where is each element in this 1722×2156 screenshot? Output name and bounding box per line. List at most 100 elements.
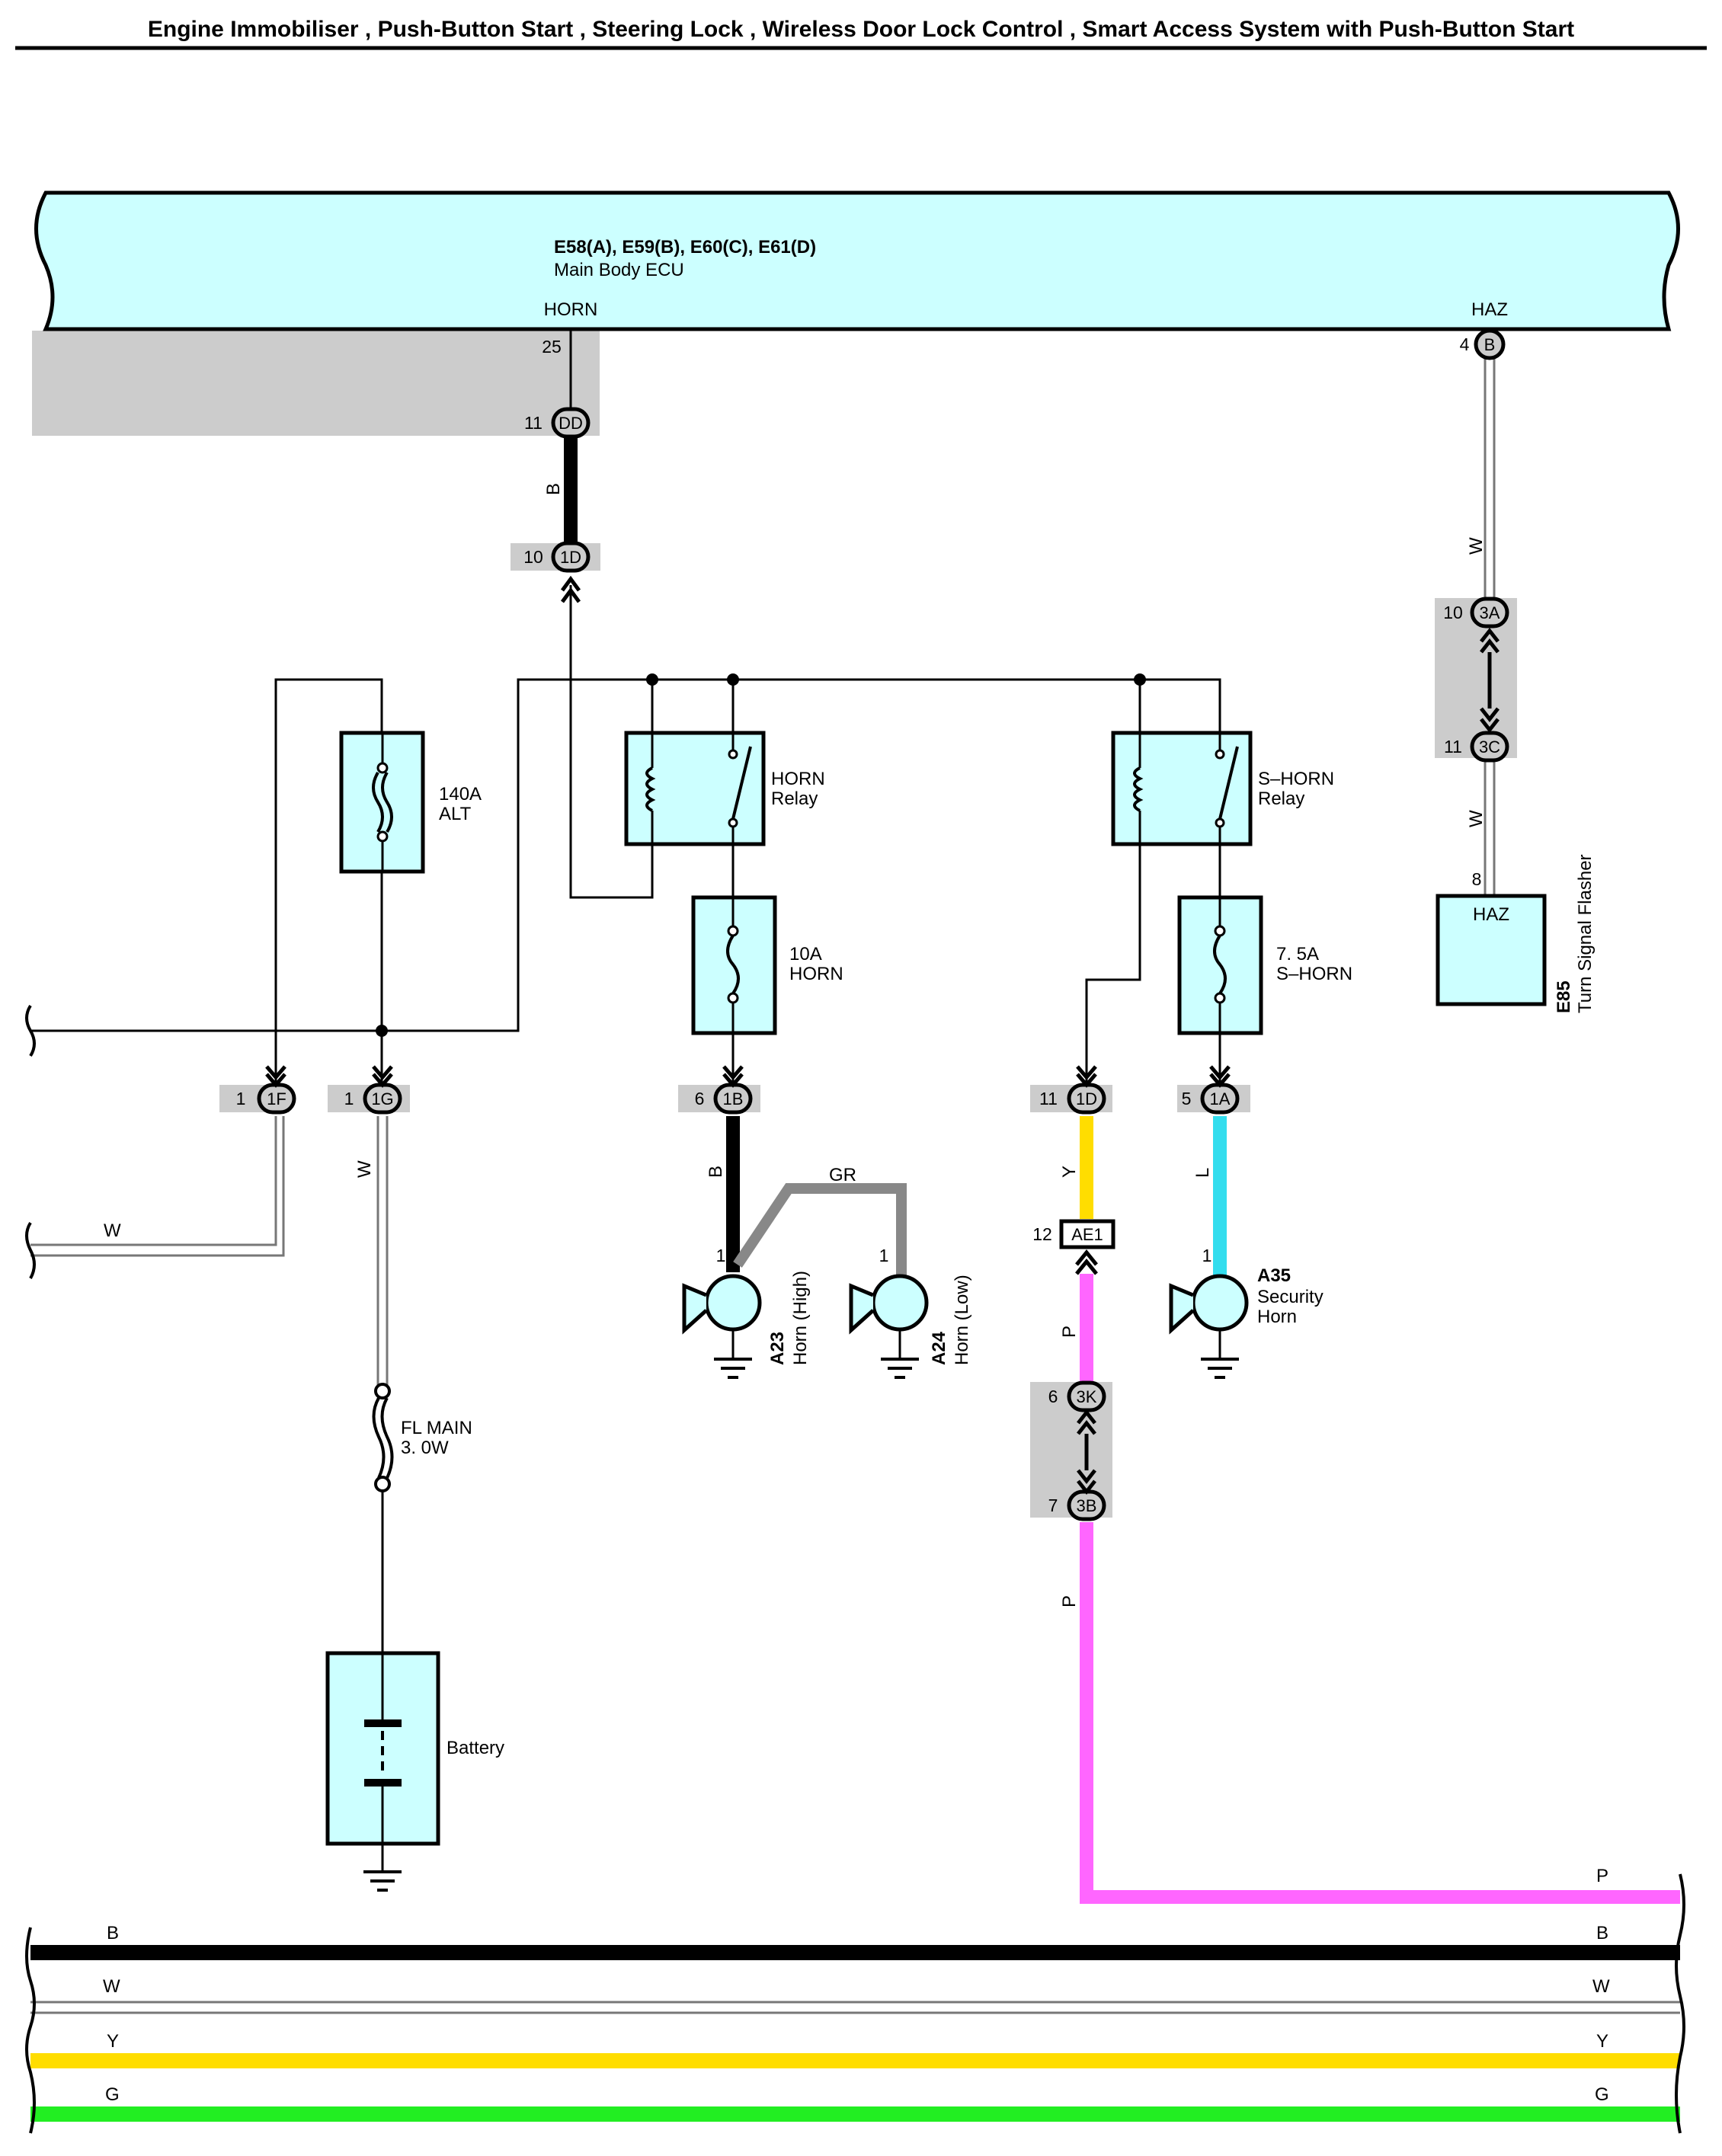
pin-10b: 10: [1443, 603, 1463, 622]
chevron-down-icon: [1480, 707, 1500, 734]
wire-w-left: [30, 1116, 285, 1257]
connector-1b: 1B: [713, 1083, 753, 1115]
flasher-name: Turn Signal Flasher: [1575, 854, 1596, 1013]
bus-label-y-left: Y: [107, 2031, 119, 2052]
connector-1d-top: 1D: [551, 541, 591, 573]
fuse-horn-name: HORN: [789, 964, 843, 984]
chevron-down-icon: [1077, 1469, 1096, 1495]
svg-text:AE1: AE1: [1071, 1225, 1103, 1244]
a24-code: A24: [929, 1331, 949, 1365]
wire-label-b-ecu: B: [543, 483, 564, 495]
junction-3a-3c-shade: [1435, 598, 1517, 758]
wire-feed-1f: [274, 678, 383, 1082]
chevron-up-icon: [1075, 1249, 1098, 1275]
connector-3c: 3C: [1470, 731, 1509, 763]
a23-code: A23: [767, 1332, 788, 1365]
pin-12: 12: [1032, 1224, 1052, 1244]
pin-8: 8: [1472, 869, 1482, 889]
flasher-code: E85: [1554, 980, 1574, 1013]
connector-1a: 1A: [1200, 1083, 1240, 1115]
ecu-terminal-horn: HORN: [544, 299, 598, 320]
wire-p2: [1080, 1522, 1680, 1904]
pin-25: 25: [542, 337, 562, 357]
a24-name: Horn (Low): [952, 1275, 972, 1365]
horn-low: [849, 1274, 929, 1358]
pin-11b: 11: [1444, 737, 1462, 757]
pin-1b: 1: [344, 1089, 354, 1108]
chevron-up-icon: [1480, 627, 1500, 654]
bus-label-g-right: G: [1595, 2084, 1609, 2105]
svg-text:1F: 1F: [267, 1089, 286, 1108]
fuse-alt-rating: 140A: [439, 784, 482, 805]
bus-label-g-left: G: [105, 2084, 120, 2105]
bus-label-b-left: B: [107, 1923, 119, 1943]
ground-icon: [881, 1358, 919, 1379]
horn-high: [682, 1274, 762, 1358]
ecu-codes: E58(A), E59(B), E60(C), E61(D): [554, 237, 816, 258]
wire-feed-bus: [30, 678, 1221, 1032]
bus-label-b-right: B: [1596, 1923, 1608, 1943]
svg-text:3B: 3B: [1077, 1496, 1097, 1515]
svg-text:1A: 1A: [1210, 1089, 1231, 1108]
fuse-horn-rating: 10A: [789, 944, 822, 964]
fuse-alt-name: ALT: [439, 804, 472, 824]
wire-label-w-main: W: [354, 1160, 375, 1178]
chevron-down-icon: [1076, 1065, 1097, 1088]
battery: [325, 1651, 440, 1846]
fuse-shorn-name: S–HORN: [1276, 964, 1352, 984]
a35-name-1: Security: [1257, 1287, 1324, 1307]
wire-label-w-flasher: W: [1466, 810, 1487, 827]
splice-2: [727, 673, 739, 686]
svg-text:3K: 3K: [1077, 1387, 1097, 1406]
wire-label-y: Y: [1059, 1166, 1080, 1178]
chevron-down-icon: [1209, 1065, 1231, 1088]
splice-4: [376, 1025, 388, 1037]
pin-5: 5: [1182, 1089, 1192, 1108]
pin-11: 11: [524, 413, 543, 433]
ground-icon: [1201, 1358, 1239, 1379]
turn-signal-flasher: [1436, 894, 1547, 1006]
ground-icon: [714, 1358, 752, 1379]
fuse-alt: [339, 731, 425, 874]
svg-text:DD: DD: [559, 414, 583, 433]
pin-7: 7: [1048, 1495, 1058, 1515]
fl-main-name: FL MAIN: [401, 1418, 472, 1438]
shorn-relay-label: Relay: [1258, 789, 1304, 809]
wire-label-w-haz: W: [1466, 537, 1487, 555]
chevron-up-icon: [560, 575, 581, 603]
fuse-horn: [691, 895, 777, 1035]
wire-shorn-coil-out: [1085, 844, 1141, 1082]
diagram-title: Engine Immobiliser , Push-Button Start ,…: [148, 17, 1574, 42]
chevron-up-icon: [1077, 1409, 1096, 1435]
bus-label-p: P: [1596, 1866, 1608, 1886]
pin-11c: 11: [1039, 1089, 1058, 1108]
chevron-down-icon: [722, 1065, 744, 1088]
chevron-down-icon: [265, 1065, 286, 1088]
wire-label-gr: GR: [829, 1165, 856, 1185]
ecu-name: Main Body ECU: [554, 260, 684, 280]
svg-text:1G: 1G: [371, 1089, 393, 1108]
main-body-ecu: [34, 190, 1680, 331]
flasher-terminal: HAZ: [1473, 904, 1509, 925]
pin-1c: 1: [716, 1246, 726, 1265]
wire-label-w-left: W: [104, 1220, 121, 1241]
connector-ae1: AE1: [1059, 1219, 1115, 1249]
battery-label: Battery: [447, 1738, 504, 1758]
pin-10: 10: [523, 547, 543, 567]
connector-dd: DD: [551, 407, 591, 439]
bus-label-w-left: W: [103, 1976, 120, 1997]
a23-name: Horn (High): [790, 1271, 811, 1365]
ecu-connector-shade: [32, 331, 600, 436]
pin-4: 4: [1460, 334, 1470, 354]
wire-label-l: L: [1192, 1168, 1213, 1178]
a35-name-2: Horn: [1257, 1307, 1297, 1327]
shorn-relay-name: S–HORN: [1258, 769, 1334, 789]
bus-label-y-right: Y: [1596, 2031, 1608, 2052]
pin-6b: 6: [1048, 1387, 1058, 1406]
horn-relay-name: HORN: [771, 769, 825, 789]
fl-main-link: [372, 1383, 394, 1492]
splice-3: [1134, 673, 1146, 686]
security-horn: [1169, 1274, 1249, 1358]
connector-b: B: [1474, 328, 1506, 360]
